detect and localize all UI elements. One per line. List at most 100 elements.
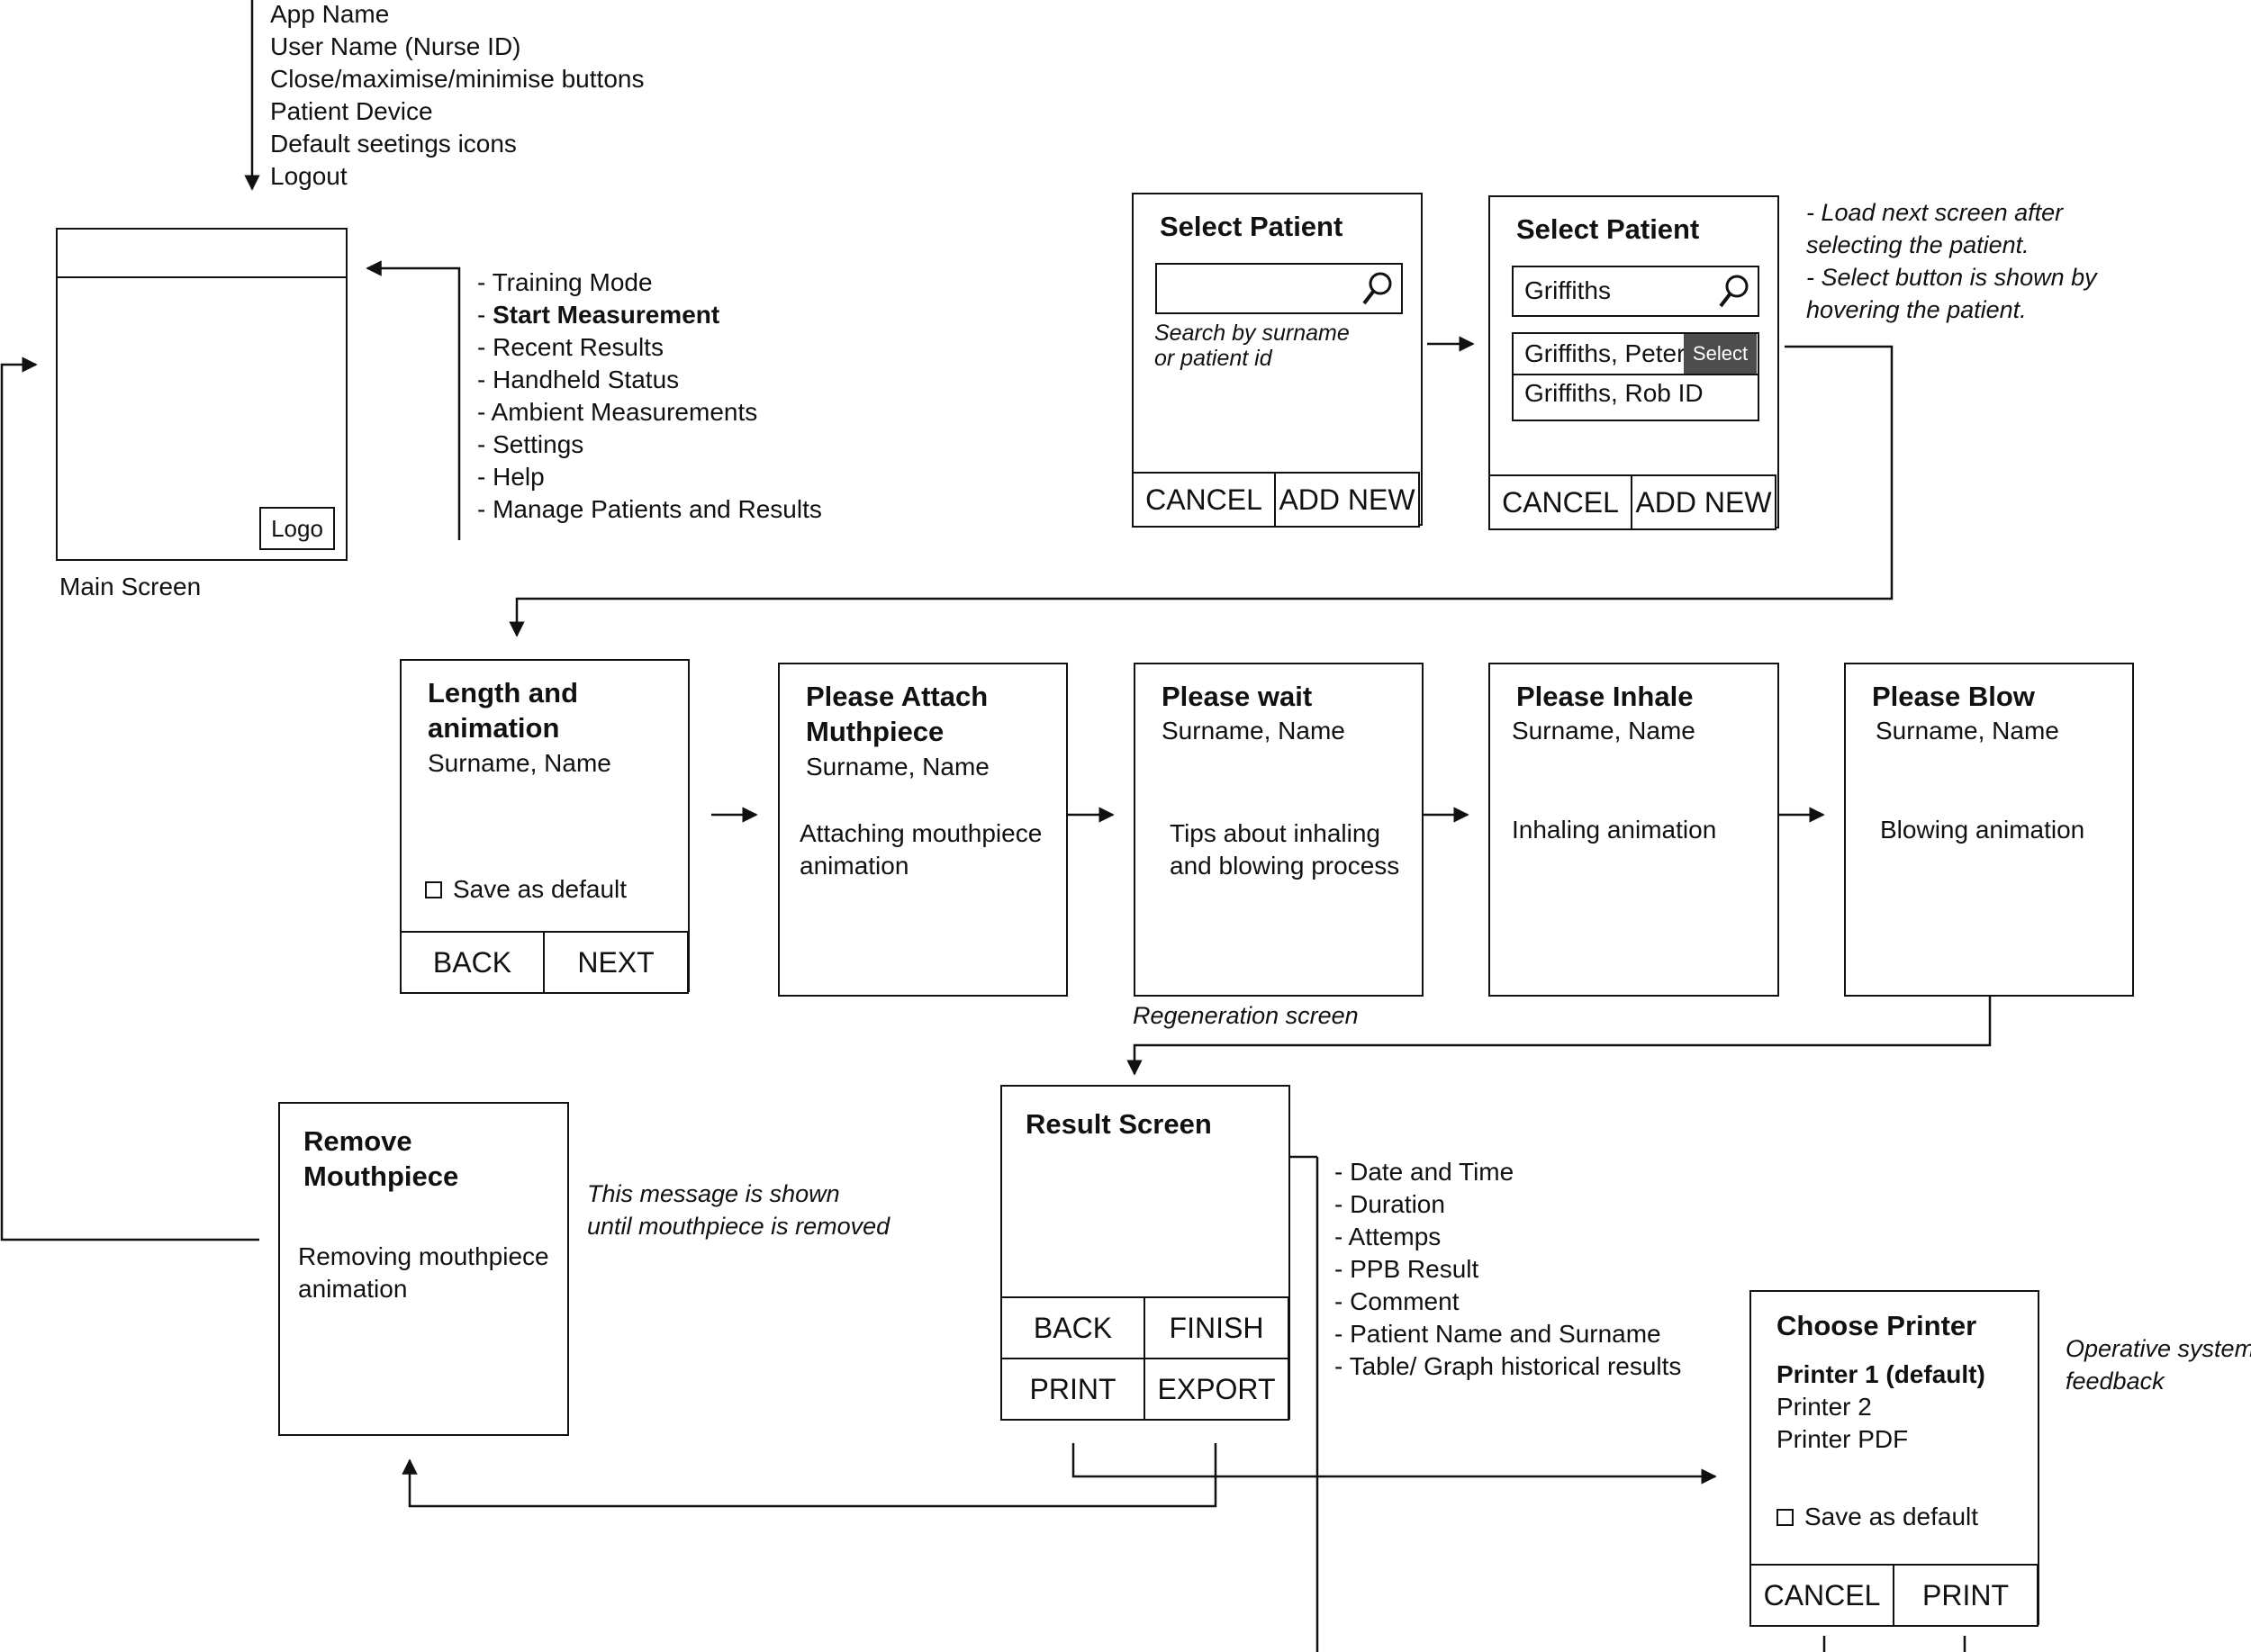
list-item[interactable]: Griffiths, Rob ID	[1524, 379, 1704, 407]
list-divider	[1514, 374, 1758, 375]
printer-note: Operative system	[2066, 1335, 2251, 1362]
result-item: - Patient Name and Surname	[1334, 1320, 1661, 1348]
printer-option[interactable]: Printer PDF	[1776, 1425, 1909, 1453]
patient-name: Surname, Name	[428, 749, 611, 777]
select-note: selecting the patient.	[1806, 231, 2030, 258]
result-item: - PPB Result	[1334, 1255, 1479, 1283]
search-hint: or patient id	[1154, 346, 1272, 371]
regeneration-caption: Regeneration screen	[1133, 1002, 1359, 1029]
export-button[interactable]: EXPORT	[1144, 1358, 1289, 1422]
top-list-item: App Name	[270, 0, 390, 28]
result-item: - Date and Time	[1334, 1158, 1514, 1186]
cancel-button[interactable]: CANCEL	[1487, 474, 1633, 530]
screen-title: Please Blow	[1872, 681, 2035, 712]
menu-item-manage-patients[interactable]: - Manage Patients and Results	[477, 495, 822, 523]
finish-button[interactable]: FINISH	[1144, 1296, 1289, 1359]
select-note: - Load next screen after	[1806, 199, 2064, 226]
attach-mouthpiece-screen: Please Attach Muthpiece Surname, Name At…	[778, 663, 1068, 997]
search-input[interactable]: Griffiths	[1512, 266, 1759, 317]
select-note: - Select button is shown by	[1806, 264, 2097, 291]
logo-placeholder: Logo	[259, 507, 335, 550]
remove-note: until mouthpiece is removed	[587, 1213, 890, 1240]
printer-note: feedback	[2066, 1368, 2165, 1395]
remove-mouthpiece-screen: Remove Mouthpiece Removing mouthpiece an…	[278, 1102, 569, 1436]
result-item: - Table/ Graph historical results	[1334, 1352, 1682, 1380]
select-button[interactable]: Select	[1684, 334, 1757, 374]
top-list-item: Logout	[270, 162, 348, 190]
menu-item-start-measurement-label: Start Measurement	[493, 301, 720, 329]
checkbox-label: Save as default	[453, 875, 628, 903]
main-screen-caption: Main Screen	[59, 573, 202, 600]
patient-name: Surname, Name	[1876, 717, 2059, 745]
animation-placeholder: animation	[800, 852, 909, 880]
screen-title: Muthpiece	[806, 716, 945, 747]
menu-item-training-mode[interactable]: - Training Mode	[477, 268, 653, 296]
back-button[interactable]: BACK	[999, 1296, 1146, 1359]
add-new-button[interactable]: ADD NEW	[1631, 474, 1776, 530]
screen-title: animation	[428, 712, 560, 744]
button-row: BACK NEXT	[399, 931, 690, 994]
screen-title: Length and	[428, 677, 579, 709]
search-icon[interactable]	[1719, 273, 1749, 309]
result-item: - Attemps	[1334, 1223, 1442, 1250]
list-item[interactable]: Griffiths, Peter	[1524, 339, 1686, 367]
menu-item-settings[interactable]: - Settings	[477, 430, 584, 458]
screen-title: Mouthpiece	[303, 1160, 459, 1192]
checkbox-icon[interactable]	[1776, 1509, 1794, 1526]
screen-title: Please Attach	[806, 681, 989, 712]
menu-item-handheld-status[interactable]: - Handheld Status	[477, 366, 680, 393]
button-row: CANCEL ADD NEW	[1487, 474, 1779, 530]
search-icon[interactable]	[1362, 270, 1393, 306]
search-value: Griffiths	[1524, 276, 1611, 304]
menu-item-help[interactable]: - Help	[477, 463, 545, 491]
result-item: - Duration	[1334, 1190, 1445, 1218]
patient-name: Surname, Name	[806, 753, 990, 781]
patient-name: Surname, Name	[1162, 717, 1345, 745]
select-patient-results-screen: Select Patient Griffiths Griffiths, Pete…	[1487, 195, 1779, 530]
screen-title: Choose Printer	[1776, 1310, 1977, 1341]
menu-item-dash: -	[477, 301, 493, 329]
printer-option-default[interactable]: Printer 1 (default)	[1776, 1360, 1985, 1388]
screen-title: Please wait	[1162, 681, 1313, 712]
menu-item-ambient-measurements[interactable]: - Ambient Measurements	[477, 398, 758, 426]
animation-placeholder: Attaching mouthpiece	[800, 819, 1043, 847]
remove-note: This message is shown	[587, 1180, 840, 1207]
add-new-button[interactable]: ADD NEW	[1274, 472, 1420, 528]
checkbox-icon[interactable]	[425, 881, 442, 898]
search-hint: Search by surname	[1154, 320, 1350, 346]
select-note: hovering the patient.	[1806, 296, 2027, 323]
printer-option[interactable]: Printer 2	[1776, 1393, 1872, 1421]
save-default-checkbox[interactable]: Save as default	[425, 873, 627, 906]
animation-placeholder: animation	[298, 1275, 408, 1303]
please-blow-screen: Please Blow Surname, Name Blowing animat…	[1844, 663, 2134, 997]
screen-title: Please Inhale	[1516, 681, 1694, 712]
print-button[interactable]: PRINT	[1893, 1564, 2039, 1627]
animation-placeholder: Blowing animation	[1880, 816, 2085, 844]
checkbox-label: Save as default	[1804, 1503, 1979, 1530]
menu-item-start-measurement[interactable]: - Start Measurement	[477, 299, 719, 331]
save-default-checkbox[interactable]: Save as default	[1776, 1501, 1978, 1533]
screen-title: Result Screen	[1026, 1108, 1212, 1140]
next-button[interactable]: NEXT	[543, 931, 689, 994]
top-list-item: Close/maximise/minimise buttons	[270, 65, 645, 93]
animation-placeholder: Inhaling animation	[1512, 816, 1717, 844]
screen-title: Remove	[303, 1125, 412, 1157]
search-input[interactable]	[1155, 263, 1403, 314]
main-screen-frame: Logo	[56, 228, 348, 561]
top-list-item: Default seetings icons	[270, 130, 517, 158]
screen-title: Select Patient	[1516, 213, 1700, 245]
top-list-item: User Name (Nurse ID)	[270, 32, 521, 60]
cancel-button[interactable]: CANCEL	[1131, 472, 1277, 528]
menu-item-recent-results[interactable]: - Recent Results	[477, 333, 664, 361]
top-list-item: Patient Device	[270, 97, 433, 125]
choose-printer-screen: Choose Printer Printer 1 (default) Print…	[1749, 1290, 2039, 1627]
cancel-button[interactable]: CANCEL	[1749, 1564, 1895, 1627]
result-item: - Comment	[1334, 1287, 1460, 1315]
back-button[interactable]: BACK	[399, 931, 546, 994]
print-button[interactable]: PRINT	[999, 1358, 1146, 1422]
result-screen: Result Screen BACK FINISH PRINT EXPORT	[999, 1085, 1290, 1422]
button-row: CANCEL ADD NEW	[1131, 472, 1423, 528]
patient-result-list: Griffiths, Peter Select Griffiths, Rob I…	[1512, 332, 1759, 421]
